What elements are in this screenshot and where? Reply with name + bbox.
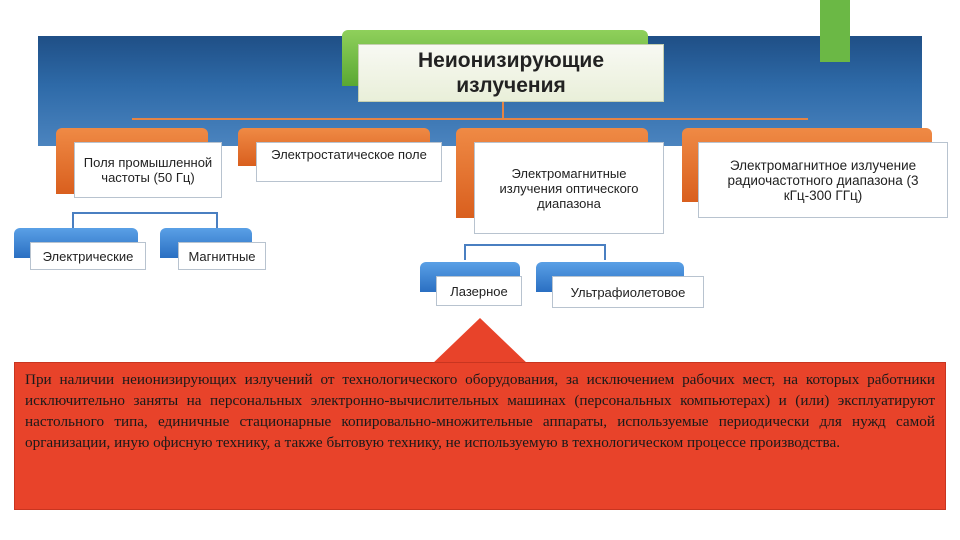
subcategory-magnetic: Магнитные (178, 242, 266, 270)
connector-industrial-v2 (216, 212, 218, 242)
decorative-corner (820, 0, 850, 62)
diagram-title: Неионизирующие излучения (358, 44, 664, 102)
subcategory-ultraviolet: Ультрафиолетовое (552, 276, 704, 308)
subcategory-electric: Электрические (30, 242, 146, 270)
connector-root-h (132, 118, 808, 120)
connector-industrial-v1 (72, 212, 74, 228)
category-radio-frequency: Электромагнитное излучение радиочастотно… (698, 142, 948, 218)
connector-optical-v2 (604, 244, 606, 260)
category-optical: Электромагнитные излучения оптического д… (474, 142, 664, 234)
connector-optical-v1 (464, 244, 466, 260)
category-industrial-frequency: Поля промышленной частоты (50 Гц) (74, 142, 222, 198)
category-electrostatic: Электростатическое поле (256, 142, 442, 182)
connector-industrial-h (72, 212, 218, 214)
subcategory-laser: Лазерное (436, 276, 522, 306)
connector-optical-h (464, 244, 606, 246)
connector-root-v (502, 100, 504, 120)
note-text: При наличии неионизирующих излучений от … (14, 362, 946, 510)
note-pointer (430, 318, 530, 366)
